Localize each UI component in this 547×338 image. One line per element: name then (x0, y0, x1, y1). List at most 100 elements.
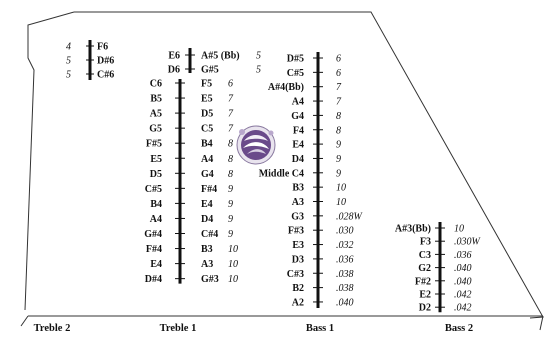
gauge-label: 6 (336, 68, 341, 79)
rosette-logo-icon (236, 125, 276, 165)
note-label: F4 (293, 125, 304, 136)
gauge-label: 5 (66, 70, 71, 81)
note-label: D#6 (97, 56, 114, 67)
note-label-left: D5 (150, 169, 162, 180)
note-label-left: B5 (150, 94, 162, 105)
gauge-label: 8 (336, 111, 341, 122)
note-label: A4 (292, 97, 304, 108)
note-label-right: C5 (201, 124, 213, 135)
gauge-label: .036 (336, 254, 354, 265)
note-label: A3 (292, 197, 304, 208)
gauge-label: .030 (336, 226, 354, 237)
note-label-right: C#4 (201, 229, 218, 240)
note-label-left: D6 (168, 65, 180, 76)
gauge-label: 10 (454, 224, 464, 235)
note-label: D4 (292, 154, 304, 165)
gauge-label: .030W (454, 237, 482, 248)
note-label-left: G#4 (144, 229, 162, 240)
note-label: E4 (292, 140, 304, 151)
gauge-label: .038 (336, 269, 354, 280)
note-label-left: G5 (149, 124, 162, 135)
gauge-label: 9 (228, 184, 233, 195)
note-label-right: F#4 (201, 184, 217, 195)
gauge-label: 5 (256, 51, 261, 62)
gauge-label: 9 (228, 214, 233, 225)
bridge-label-treble-2: Treble 2 (34, 323, 71, 334)
board-corner-left (20, 315, 29, 327)
gauge-label: 10 (336, 197, 346, 208)
note-label: F#2 (415, 276, 431, 287)
gauge-label: 7 (228, 94, 234, 105)
gauge-label: .042 (454, 303, 472, 314)
gauge-label: .038 (336, 283, 354, 294)
gauge-label: 10 (336, 183, 346, 194)
gauge-label: 8 (336, 125, 341, 136)
gauge-label: 9 (228, 199, 233, 210)
note-label: Middle C4 (259, 168, 304, 179)
note-label: C3 (419, 250, 431, 261)
gauge-label: 4 (66, 42, 71, 53)
note-label: D#5 (287, 54, 304, 65)
note-label-right: E4 (201, 199, 213, 210)
note-label: E3 (292, 240, 304, 251)
note-label: D3 (292, 254, 304, 265)
gauge-label: 10 (228, 274, 238, 285)
note-label: G4 (291, 111, 304, 122)
note-label-right: G#3 (201, 274, 219, 285)
note-label-left: E4 (150, 259, 162, 270)
gauge-label: .036 (454, 250, 472, 261)
gauge-label: 6 (228, 79, 233, 90)
gauge-label: .042 (454, 290, 472, 301)
note-label-right: G4 (201, 169, 214, 180)
note-label-right: A4 (201, 154, 213, 165)
gauge-label: 10 (228, 244, 238, 255)
note-label: B3 (292, 183, 304, 194)
gauge-label: .040 (336, 297, 354, 308)
gauge-label: 8 (228, 169, 233, 180)
note-label: C#6 (97, 70, 114, 81)
note-label-right: D5 (201, 109, 213, 120)
note-label-left: A5 (150, 109, 162, 120)
note-label-left: A4 (150, 214, 162, 225)
note-label-right: G#5 (201, 65, 219, 76)
note-label: B2 (292, 283, 304, 294)
note-label-left: C#5 (145, 184, 162, 195)
bass-2-bridge: A#3(Bb)10F3.030WC3.036G2.040F#2.040E2.04… (395, 222, 482, 314)
gauge-label: 7 (336, 82, 342, 93)
note-label: F3 (420, 237, 431, 248)
gauge-label: 9 (336, 140, 341, 151)
gauge-label: 9 (336, 168, 341, 179)
note-label: G3 (291, 211, 304, 222)
note-label: F6 (97, 42, 108, 53)
gauge-label: .028W (336, 211, 364, 222)
note-label: A2 (292, 297, 304, 308)
gauge-label: 8 (228, 139, 233, 150)
note-label-right: A3 (201, 259, 213, 270)
note-label: C#3 (287, 269, 304, 280)
note-label: A#4(Bb) (268, 82, 304, 93)
board-outline-left (24, 11, 75, 311)
note-label-right: A#5 (Bb) (201, 51, 240, 62)
note-label: A#3(Bb) (395, 224, 431, 235)
board-corner-right (539, 315, 544, 331)
gauge-label: 5 (66, 56, 71, 67)
note-label-left: F#5 (146, 139, 162, 150)
note-label: D2 (419, 303, 431, 314)
note-label-right: E5 (201, 94, 213, 105)
gauge-label: .040 (454, 276, 472, 287)
gauge-label: 7 (228, 124, 234, 135)
note-label-left: D#4 (145, 274, 162, 285)
note-label-left: E5 (150, 154, 162, 165)
note-label-right: D4 (201, 214, 213, 225)
gauge-label: 7 (336, 97, 342, 108)
gauge-label: 9 (336, 154, 341, 165)
note-label: C#5 (287, 68, 304, 79)
note-label-left: B4 (150, 199, 162, 210)
gauge-label: 7 (228, 109, 234, 120)
note-label-right: F5 (201, 79, 212, 90)
gauge-label: .040 (454, 263, 472, 274)
